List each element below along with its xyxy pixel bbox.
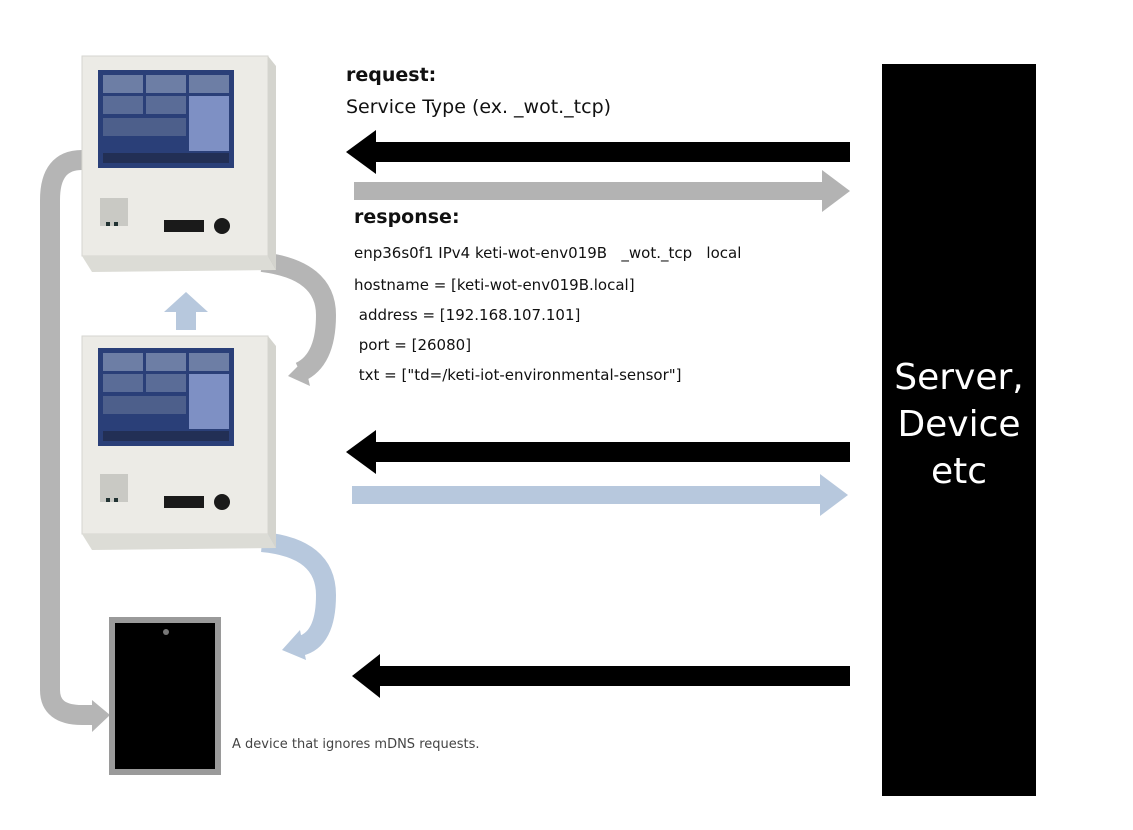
black-arrow-middle — [346, 430, 850, 474]
black-arrow-request — [346, 130, 850, 174]
gray-curve-arrowhead — [288, 360, 310, 386]
request-service-type: Service Type (ex. _wot._tcp) — [346, 96, 612, 118]
gray-arrow-response — [354, 170, 850, 212]
response-line-hostname: hostname = [keti-wot-env019B.local] — [354, 276, 635, 294]
server-label: Server, Device etc — [894, 357, 1024, 492]
sensor-device-middle — [81, 335, 276, 550]
black-arrow-bottom — [352, 654, 850, 698]
speaker-grille — [100, 198, 128, 226]
left-loop-arrow — [40, 150, 96, 725]
response-line-port: port = [26080] — [354, 336, 472, 354]
response-line-address: address = [192.168.107.101] — [354, 306, 581, 324]
ignoring-device — [109, 617, 221, 775]
blue-up-arrow — [164, 292, 208, 330]
ignoring-device-caption: A device that ignores mDNS requests. — [232, 737, 480, 752]
blue-curve-arrow — [260, 532, 337, 656]
server-box: Server, Device etc — [882, 64, 1036, 796]
response-line-txt: txt = ["td=/keti-iot-environmental-senso… — [354, 366, 682, 384]
speaker-grille — [100, 474, 128, 502]
request-label: request: — [346, 64, 437, 86]
gray-curve-arrow — [260, 252, 337, 382]
sensor-device-top — [81, 55, 276, 272]
device-port — [164, 496, 204, 508]
response-line-interface: enp36s0f1 IPv4 keti-wot-env019B _wot._tc… — [354, 244, 742, 262]
blue-arrow-response — [352, 474, 848, 516]
left-loop-arrowhead — [92, 700, 110, 732]
device-knob — [214, 494, 230, 510]
device-knob — [214, 218, 230, 234]
response-label: response: — [354, 206, 460, 228]
device-port — [164, 220, 204, 232]
blue-curve-arrowhead — [282, 630, 306, 660]
